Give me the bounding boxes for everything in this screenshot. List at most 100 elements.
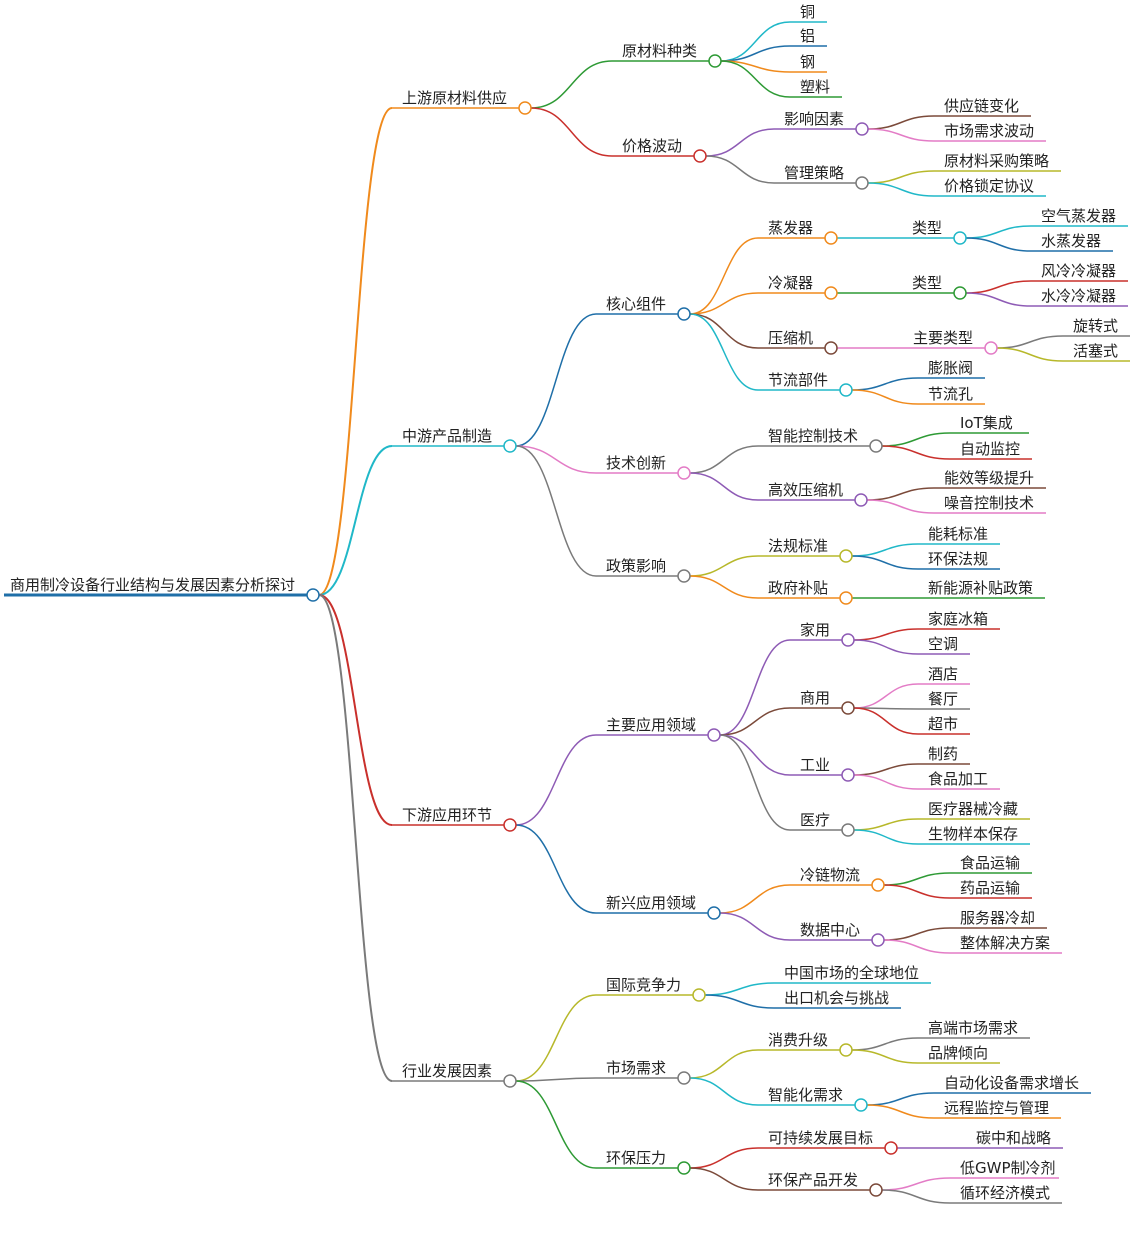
node-d3-3-0-0[interactable]: 中国市场的全球地位 xyxy=(774,964,931,984)
expand-toggle-icon[interactable] xyxy=(503,818,517,832)
node-d4-1-0-3-0[interactable]: 膨胀阀 xyxy=(918,359,985,379)
expand-toggle-icon[interactable] xyxy=(871,933,885,947)
node-d2-2-1[interactable]: 新兴应用领域 xyxy=(596,894,721,920)
node-d2-0-0[interactable]: 原材料种类 xyxy=(612,42,722,68)
node-d4-2-0-1-0[interactable]: 酒店 xyxy=(918,665,970,685)
node-d5-1-0-2-0-1[interactable]: 活塞式 xyxy=(1063,342,1130,362)
node-d2-1-2[interactable]: 政策影响 xyxy=(596,557,691,583)
node-d4-1-1-1-0[interactable]: 能效等级提升 xyxy=(934,469,1046,489)
expand-toggle-icon[interactable] xyxy=(518,101,532,115)
expand-toggle-icon[interactable] xyxy=(855,122,869,136)
node-d3-0-0-3[interactable]: 塑料 xyxy=(790,78,842,98)
node-d5-1-0-0-0-0[interactable]: 空气蒸发器 xyxy=(1031,207,1128,227)
node-d4-1-1-0-0[interactable]: IoT集成 xyxy=(950,414,1029,434)
node-d3-1-1-0[interactable]: 智能控制技术 xyxy=(758,427,883,453)
node-d4-2-0-0-0[interactable]: 家庭冰箱 xyxy=(918,610,1000,630)
expand-toggle-icon[interactable] xyxy=(869,439,883,453)
expand-toggle-icon[interactable] xyxy=(677,1161,691,1175)
expand-toggle-icon[interactable] xyxy=(677,307,691,321)
node-d4-2-0-2-1[interactable]: 食品加工 xyxy=(918,770,1000,790)
expand-toggle-icon[interactable] xyxy=(692,988,706,1002)
expand-toggle-icon[interactable] xyxy=(306,588,320,602)
expand-toggle-icon[interactable] xyxy=(839,591,853,605)
node-d3-1-2-1[interactable]: 政府补贴 xyxy=(758,579,853,605)
node-d5-1-0-2-0-0[interactable]: 旋转式 xyxy=(1063,317,1130,337)
expand-toggle-icon[interactable] xyxy=(839,383,853,397)
expand-toggle-icon[interactable] xyxy=(855,176,869,190)
expand-toggle-icon[interactable] xyxy=(869,1183,883,1197)
node-d4-3-2-1-1[interactable]: 循环经济模式 xyxy=(950,1184,1062,1204)
node-d2-1-1[interactable]: 技术创新 xyxy=(596,454,691,480)
node-d4-0-1-1-0[interactable]: 原材料采购策略 xyxy=(934,152,1061,172)
expand-toggle-icon[interactable] xyxy=(854,493,868,507)
node-d4-0-1-0-1[interactable]: 市场需求波动 xyxy=(934,122,1046,142)
node-d4-0-1-1-1[interactable]: 价格锁定协议 xyxy=(934,177,1046,197)
node-d4-3-2-0-0[interactable]: 碳中和战略 xyxy=(966,1129,1063,1149)
node-d3-0-0-2[interactable]: 钢 xyxy=(790,53,827,73)
node-d3-1-2-0[interactable]: 法规标准 xyxy=(758,537,853,563)
node-d4-3-2-1-0[interactable]: 低GWP制冷剂 xyxy=(950,1159,1059,1179)
node-d4-3-1-0-1[interactable]: 品牌倾向 xyxy=(918,1044,1000,1064)
node-d3-2-0-2[interactable]: 工业 xyxy=(790,756,855,782)
expand-toggle-icon[interactable] xyxy=(841,768,855,782)
node-d3-2-0-0[interactable]: 家用 xyxy=(790,621,855,647)
expand-toggle-icon[interactable] xyxy=(953,286,967,300)
expand-toggle-icon[interactable] xyxy=(707,906,721,920)
expand-toggle-icon[interactable] xyxy=(824,286,838,300)
node-d5-1-0-1-0-0[interactable]: 风冷冷凝器 xyxy=(1031,262,1128,282)
node-d4-2-0-3-1[interactable]: 生物样本保存 xyxy=(918,825,1030,845)
node-d4-2-0-0-1[interactable]: 空调 xyxy=(918,635,970,655)
node-d3-3-2-0[interactable]: 可持续发展目标 xyxy=(758,1129,898,1155)
node-d3-0-0-1[interactable]: 铝 xyxy=(790,27,827,47)
expand-toggle-icon[interactable] xyxy=(953,231,967,245)
expand-toggle-icon[interactable] xyxy=(884,1141,898,1155)
node-d1-1[interactable]: 中游产品制造 xyxy=(392,427,517,453)
node-d3-1-0-2[interactable]: 压缩机 xyxy=(758,329,838,355)
expand-toggle-icon[interactable] xyxy=(984,341,998,355)
expand-toggle-icon[interactable] xyxy=(707,728,721,742)
expand-toggle-icon[interactable] xyxy=(708,54,722,68)
expand-toggle-icon[interactable] xyxy=(693,149,707,163)
node-d4-2-1-1-0[interactable]: 服务器冷却 xyxy=(950,909,1047,929)
node-d4-2-1-0-1[interactable]: 药品运输 xyxy=(950,879,1032,899)
node-d4-1-1-0-1[interactable]: 自动监控 xyxy=(950,440,1032,460)
root-node[interactable]: 商用制冷设备行业结构与发展因素分析探讨 xyxy=(4,576,320,602)
expand-toggle-icon[interactable] xyxy=(824,341,838,355)
node-d4-1-1-1-1[interactable]: 噪音控制技术 xyxy=(934,494,1046,514)
node-d5-1-0-1-0-1[interactable]: 水冷冷凝器 xyxy=(1031,287,1128,307)
node-d3-2-0-3[interactable]: 医疗 xyxy=(790,811,855,837)
node-d3-2-1-0[interactable]: 冷链物流 xyxy=(790,866,885,892)
node-d3-3-0-1[interactable]: 出口机会与挑战 xyxy=(774,989,901,1009)
expand-toggle-icon[interactable] xyxy=(677,569,691,583)
expand-toggle-icon[interactable] xyxy=(503,439,517,453)
node-d4-3-1-1-0[interactable]: 自动化设备需求增长 xyxy=(934,1074,1091,1094)
node-d2-1-0[interactable]: 核心组件 xyxy=(596,295,691,321)
expand-toggle-icon[interactable] xyxy=(871,878,885,892)
node-d4-1-0-2-0[interactable]: 主要类型 xyxy=(903,329,998,355)
node-d4-1-0-0-0[interactable]: 类型 xyxy=(902,219,967,245)
node-d3-1-1-1[interactable]: 高效压缩机 xyxy=(758,481,868,507)
node-d4-2-0-3-0[interactable]: 医疗器械冷藏 xyxy=(918,800,1030,820)
expand-toggle-icon[interactable] xyxy=(824,231,838,245)
node-d1-3[interactable]: 行业发展因素 xyxy=(392,1062,517,1088)
node-d4-1-2-1-0[interactable]: 新能源补贴政策 xyxy=(918,579,1045,599)
node-d4-2-0-2-0[interactable]: 制药 xyxy=(918,745,970,765)
node-d2-0-1[interactable]: 价格波动 xyxy=(612,137,707,163)
node-d4-3-1-1-1[interactable]: 远程监控与管理 xyxy=(934,1099,1061,1119)
node-d4-1-2-0-0[interactable]: 能耗标准 xyxy=(918,525,1000,545)
node-d2-3-1[interactable]: 市场需求 xyxy=(596,1059,691,1085)
node-d3-2-1-1[interactable]: 数据中心 xyxy=(790,921,885,947)
node-d5-1-0-0-0-1[interactable]: 水蒸发器 xyxy=(1031,232,1113,252)
node-d3-3-2-1[interactable]: 环保产品开发 xyxy=(758,1171,883,1197)
expand-toggle-icon[interactable] xyxy=(841,701,855,715)
expand-toggle-icon[interactable] xyxy=(839,549,853,563)
node-d3-1-0-0[interactable]: 蒸发器 xyxy=(758,219,838,245)
node-d3-0-1-1[interactable]: 管理策略 xyxy=(774,164,869,190)
expand-toggle-icon[interactable] xyxy=(677,1071,691,1085)
expand-toggle-icon[interactable] xyxy=(841,633,855,647)
node-d3-1-0-3[interactable]: 节流部件 xyxy=(758,371,853,397)
node-d2-2-0[interactable]: 主要应用领域 xyxy=(596,716,721,742)
expand-toggle-icon[interactable] xyxy=(854,1098,868,1112)
node-d1-2[interactable]: 下游应用环节 xyxy=(392,806,517,832)
node-d4-2-1-1-1[interactable]: 整体解决方案 xyxy=(950,934,1062,954)
